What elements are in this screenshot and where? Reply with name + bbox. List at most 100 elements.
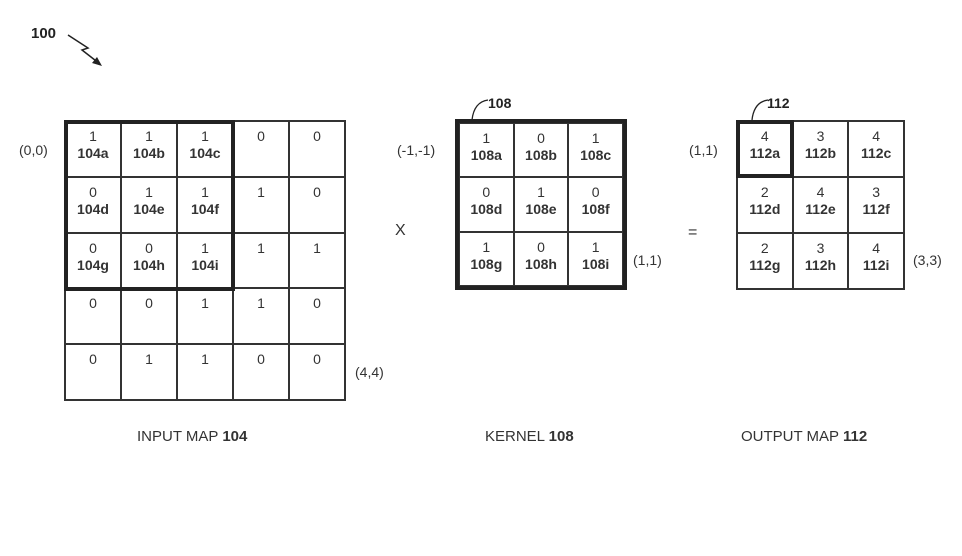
cell-reference: 112g	[749, 257, 781, 273]
input-map-cell: 0	[121, 288, 177, 345]
cell-reference: 104a	[77, 145, 109, 161]
cell-value: 1	[313, 239, 321, 256]
cell-value: 2	[760, 240, 769, 256]
input-map-cell: 1	[121, 344, 177, 400]
cell-reference: 104i	[191, 256, 219, 273]
cell-reference: 112i	[862, 257, 890, 273]
cell-reference: 112b	[804, 145, 837, 161]
equals-operator: =	[688, 224, 698, 241]
cell-value: 0	[313, 183, 321, 200]
cell-value: 1	[145, 183, 153, 200]
input-map-cell: 1	[233, 288, 289, 345]
cell-value: 0	[537, 130, 545, 146]
cell-value: 0	[313, 295, 321, 312]
output-end-coord: (3,3)	[913, 252, 942, 268]
output-callout: 112	[767, 95, 790, 111]
cell-reference: 112d	[749, 201, 781, 217]
output-origin-coord: (1,1)	[689, 142, 718, 158]
cell-reference: 104e	[133, 200, 165, 217]
cell-value: 1	[145, 351, 153, 368]
input-map-caption: INPUT MAP 104	[137, 428, 247, 445]
cell-value: 0	[145, 239, 153, 256]
kernel-origin-coord: (-1,-1)	[397, 142, 436, 158]
cell-value: 3	[816, 240, 825, 256]
cell-value: 0	[313, 128, 321, 144]
reference-arrow-icon	[67, 34, 102, 66]
cell-reference: 112h	[804, 257, 837, 273]
cell-reference: 112e	[805, 201, 836, 217]
cell-value: 1	[201, 351, 209, 368]
input-map-cell: 1	[233, 176, 289, 233]
cell-reference: 104d	[77, 200, 109, 217]
cell-value: 0	[257, 351, 265, 368]
cell-value: 0	[591, 184, 600, 201]
cell-reference: 108e	[525, 201, 557, 218]
cell-value: 3	[816, 128, 825, 144]
cell-value: 1	[201, 239, 209, 256]
figure-reference-numeral: 100	[31, 25, 57, 42]
cell-value: 3	[872, 184, 881, 200]
cell-value: 1	[257, 295, 265, 312]
output-map-caption: OUTPUT MAP 112	[741, 428, 867, 445]
input-map-cell: 0	[289, 344, 345, 400]
cell-value: 1	[537, 184, 545, 201]
kernel-caption-text: KERNEL	[485, 428, 549, 445]
cell-reference: 108d	[470, 201, 503, 218]
cell-value: 4	[872, 128, 881, 144]
cell-value: 0	[257, 128, 265, 144]
kernel-caption-ref: 108	[548, 428, 574, 445]
cell-value: 2	[760, 184, 769, 200]
cell-value: 0	[89, 351, 97, 368]
cell-value: 1	[201, 183, 209, 200]
kernel-end-coord: (1,1)	[633, 252, 662, 268]
cell-value: 1	[591, 130, 600, 146]
cell-value: 1	[89, 128, 97, 144]
cell-value: 0	[482, 184, 491, 201]
cell-reference: 112c	[860, 145, 892, 161]
cell-value: 1	[145, 128, 153, 144]
cell-value: 1	[482, 130, 491, 146]
cell-reference: 108h	[525, 255, 557, 272]
input-map-caption-ref: 104	[222, 428, 248, 445]
output-map-caption-text: OUTPUT MAP	[741, 428, 843, 445]
cell-value: 4	[872, 240, 881, 256]
cell-reference: 104c	[189, 145, 221, 161]
input-map-cell: 1	[233, 232, 289, 289]
input-map-cell: 0	[233, 121, 289, 177]
cell-value: 0	[537, 238, 545, 255]
cell-reference: 104f	[190, 200, 220, 217]
cell-reference: 108b	[525, 147, 557, 163]
cell-reference: 108g	[470, 255, 503, 272]
cell-reference: 104h	[133, 256, 165, 273]
kernel-callout: 108	[488, 95, 512, 111]
cell-value: 1	[201, 295, 209, 312]
multiply-operator: X	[395, 222, 406, 239]
kernel-callout-leader-icon	[471, 99, 489, 121]
cell-value: 1	[257, 239, 265, 256]
kernel-caption: KERNEL 108	[485, 428, 574, 445]
input-map-cell: 0	[289, 176, 345, 233]
